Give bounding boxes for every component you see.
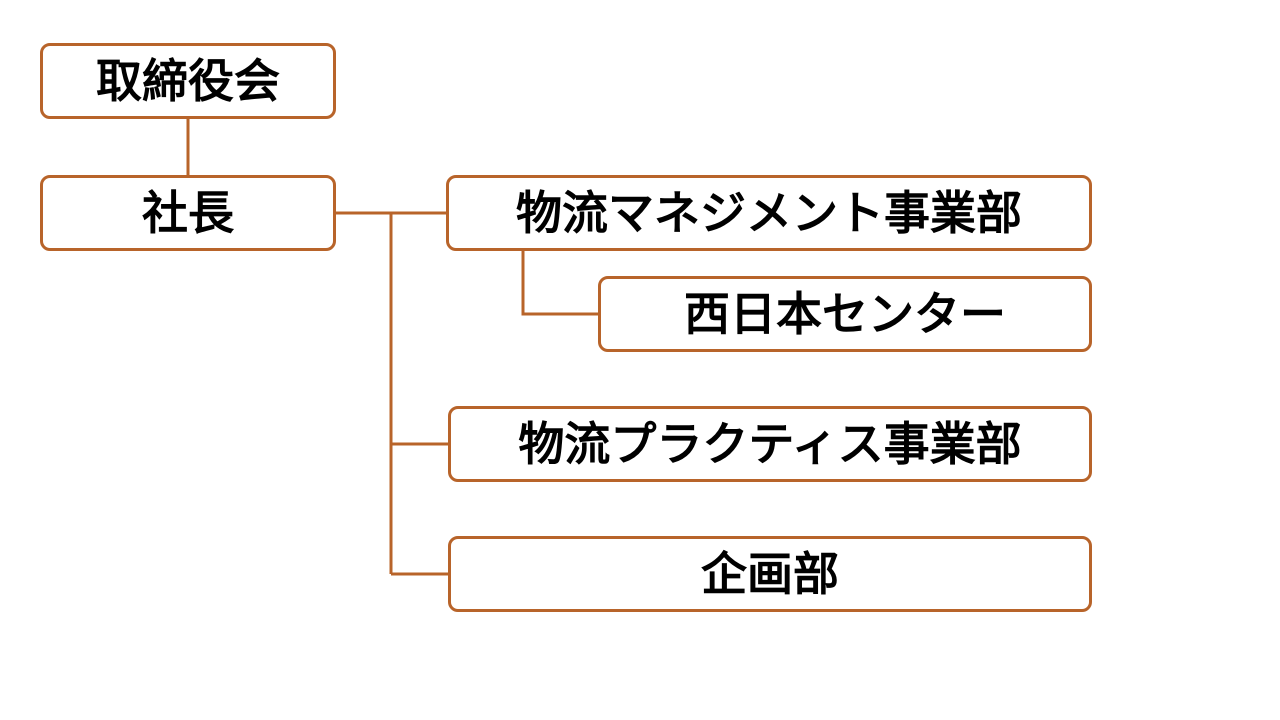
node-logistics-management: 物流マネジメント事業部 [446, 175, 1092, 251]
node-board-label: 取締役会 [96, 54, 280, 108]
node-west-japan-center-label: 西日本センター [684, 287, 1006, 341]
node-west-japan-center: 西日本センター [598, 276, 1092, 352]
node-ceo-label: 社長 [142, 186, 234, 240]
node-logistics-practice: 物流プラクティス事業部 [448, 406, 1092, 482]
node-logistics-practice-label: 物流プラクティス事業部 [518, 417, 1022, 471]
connector-mgmt-west [521, 251, 598, 316]
node-ceo: 社長 [40, 175, 336, 251]
node-board: 取締役会 [40, 43, 336, 119]
node-planning-label: 企画部 [701, 547, 839, 601]
node-planning: 企画部 [448, 536, 1092, 612]
node-logistics-management-label: 物流マネジメント事業部 [516, 186, 1022, 240]
